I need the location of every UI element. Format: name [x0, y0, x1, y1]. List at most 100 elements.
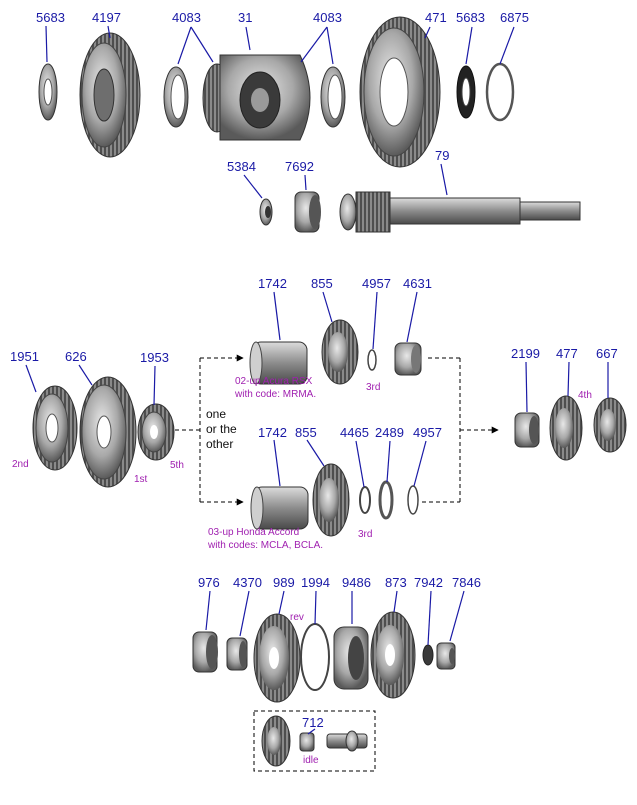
mainshaft-79: [339, 191, 581, 233]
gear-4197: [79, 32, 141, 158]
note-1st: 1st: [134, 474, 148, 485]
choice-line-3: other: [206, 437, 233, 451]
label-4631: 4631: [403, 276, 432, 291]
row3-labels: 976 4370 989 1994 9486 873 7942 7846 rev…: [198, 575, 481, 766]
needle-bearing-7692: [294, 191, 321, 233]
snap-ring-4957-bottom: [407, 485, 419, 515]
label-4197: 4197: [92, 10, 121, 25]
note-5th: 5th: [170, 460, 184, 471]
label-7942: 7942: [414, 575, 443, 590]
snap-ring-4465: [359, 486, 371, 514]
nut-7846: [436, 642, 456, 670]
washer-7942: [422, 644, 434, 666]
bearing-9486: [333, 626, 369, 690]
gear-667: [593, 397, 627, 453]
row2-leaders: [25, 291, 609, 488]
row1-leaders: [45, 25, 515, 199]
choice-line-1: one: [206, 407, 226, 421]
right-gear-group: [514, 395, 627, 461]
bearing-5384: [259, 198, 273, 226]
needle-bearing-4370: [226, 637, 248, 671]
label-6875: 6875: [500, 10, 529, 25]
label-4957-bottom: 4957: [413, 425, 442, 440]
label-873: 873: [385, 575, 407, 590]
label-477: 477: [556, 346, 578, 361]
snap-ring-6875: [485, 62, 515, 122]
reverse-gear-989: [253, 613, 301, 703]
label-989: 989: [273, 575, 295, 590]
row2-parts: [32, 319, 627, 537]
label-31: 31: [238, 10, 252, 25]
sleeve-1742-bottom: [250, 486, 309, 530]
label-4465: 4465: [340, 425, 369, 440]
label-5384: 5384: [227, 159, 256, 174]
label-1994: 1994: [301, 575, 330, 590]
option-accord-parts: [250, 463, 419, 537]
label-4370: 4370: [233, 575, 262, 590]
row3-parts: [192, 611, 456, 772]
bearing-cup-4083-right: [320, 66, 346, 128]
note-rev: rev: [290, 612, 304, 623]
gear-626: [79, 376, 137, 488]
label-667: 667: [596, 346, 618, 361]
thrust-shim-5683-right: [456, 65, 476, 119]
note-3rd-bottom: 3rd: [358, 529, 372, 540]
gear-855-bottom: [312, 463, 350, 537]
ring-2489: [378, 480, 394, 520]
label-7846: 7846: [452, 575, 481, 590]
label-2489: 2489: [375, 425, 404, 440]
gear-1953: [137, 403, 175, 461]
label-4083-right: 4083: [313, 10, 342, 25]
label-5683-right: 5683: [456, 10, 485, 25]
differential-carrier-31: [202, 54, 311, 141]
label-626: 626: [65, 349, 87, 364]
collar-4631: [394, 342, 422, 376]
label-9486: 9486: [342, 575, 371, 590]
label-855-bottom: 855: [295, 425, 317, 440]
label-7692: 7692: [285, 159, 314, 174]
note-rsx-line1: 02-up Acura RSX: [235, 376, 313, 387]
gear-477: [549, 395, 583, 461]
row1-parts: [38, 16, 581, 233]
snap-ring-4957-top: [367, 349, 377, 371]
note-accord-line1: 03-up Honda Accord: [208, 527, 299, 538]
label-1742-top: 1742: [258, 276, 287, 291]
bearing-cup-4083-left: [163, 66, 189, 128]
label-4957-top: 4957: [362, 276, 391, 291]
label-1953: 1953: [140, 350, 169, 365]
note-3rd-top: 3rd: [366, 382, 380, 393]
idler-gear-712: [261, 715, 368, 767]
label-712: 712: [302, 715, 324, 730]
label-976: 976: [198, 575, 220, 590]
note-4th: 4th: [578, 390, 592, 401]
gear-855-top: [321, 319, 359, 385]
hub-873: [370, 611, 416, 699]
label-1951: 1951: [10, 349, 39, 364]
needle-bearing-2199: [514, 412, 540, 448]
choice-line-2: or the: [206, 422, 237, 436]
sleeve-1742-top: [249, 341, 308, 385]
note-2nd: 2nd: [12, 459, 29, 470]
snap-ring-1994: [300, 623, 330, 691]
label-4083-left: 4083: [172, 10, 201, 25]
label-2199: 2199: [511, 346, 540, 361]
note-accord-line2: with codes: MCLA, BCLA.: [207, 540, 323, 551]
thrust-shim-5683-left: [38, 63, 58, 121]
row2-labels: 1951 626 1953 2nd 1st 5th one or the oth…: [10, 276, 618, 551]
gear-1951: [32, 385, 78, 471]
idler-group-box: [253, 710, 376, 772]
row1-labels: 5683 4197 4083 31 4083 471 5683 6875 538…: [36, 10, 529, 174]
label-471: 471: [425, 10, 447, 25]
label-855-top: 855: [311, 276, 333, 291]
row3-leaders: [205, 590, 465, 735]
label-79: 79: [435, 148, 449, 163]
label-1742-bottom: 1742: [258, 425, 287, 440]
label-5683-left: 5683: [36, 10, 65, 25]
option-rsx-parts: [249, 319, 422, 385]
note-rsx-line2: with code: MRMA.: [234, 389, 316, 400]
option-connectors: [175, 354, 499, 506]
note-idle: idle: [303, 755, 319, 766]
sleeve-976: [192, 631, 218, 673]
ring-gear-471: [359, 16, 441, 168]
